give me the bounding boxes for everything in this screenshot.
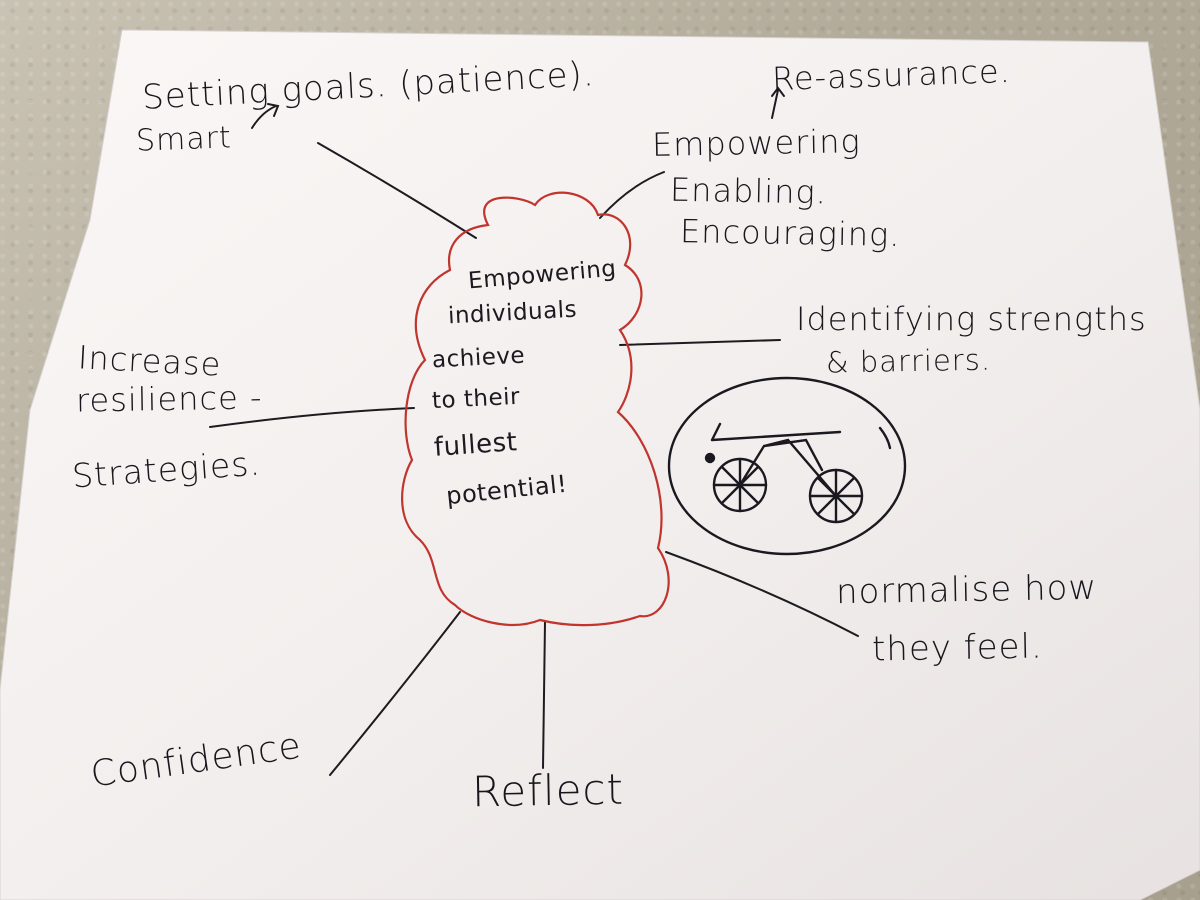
label-barriers: & barriers. (825, 342, 992, 380)
line-to-empowering (599, 171, 665, 219)
label-resilience: resilience - (75, 378, 263, 420)
bicycle-seat-dot (704, 452, 716, 464)
label-they-feel: they feel. (871, 626, 1044, 670)
label-increase: Increase (77, 338, 223, 384)
line-to-resilience (209, 407, 415, 428)
paper-sheet (0, 29, 1200, 900)
bicycle-frame (710, 422, 842, 498)
line-to-reflect (542, 621, 546, 769)
label-identifying: Identifying strengths (796, 300, 1147, 338)
center-line-4: to their (431, 383, 521, 415)
smart-arrow (251, 103, 280, 129)
bicycle-sketch-icon (667, 376, 907, 556)
label-enabling: Enabling. (669, 170, 828, 212)
label-normalise: normalise how (835, 567, 1098, 613)
line-to-identifying (619, 339, 781, 346)
center-cloud-outline (401, 191, 670, 627)
center-line-5: fullest (433, 427, 519, 463)
bicycle-handle (878, 426, 892, 450)
line-to-confidence (329, 611, 461, 776)
bicycle-circle (667, 376, 907, 556)
center-line-3: achieve (431, 342, 526, 374)
label-encouraging: Encouraging. (679, 212, 901, 254)
reassurance-arrow (771, 86, 785, 119)
label-smart: Smart (135, 120, 233, 159)
connector-lines (209, 86, 859, 776)
line-to-goals (317, 142, 477, 239)
label-empowering: Empowering (651, 122, 861, 164)
label-reflect: Reflect (471, 764, 625, 817)
line-to-normalise (665, 551, 859, 637)
